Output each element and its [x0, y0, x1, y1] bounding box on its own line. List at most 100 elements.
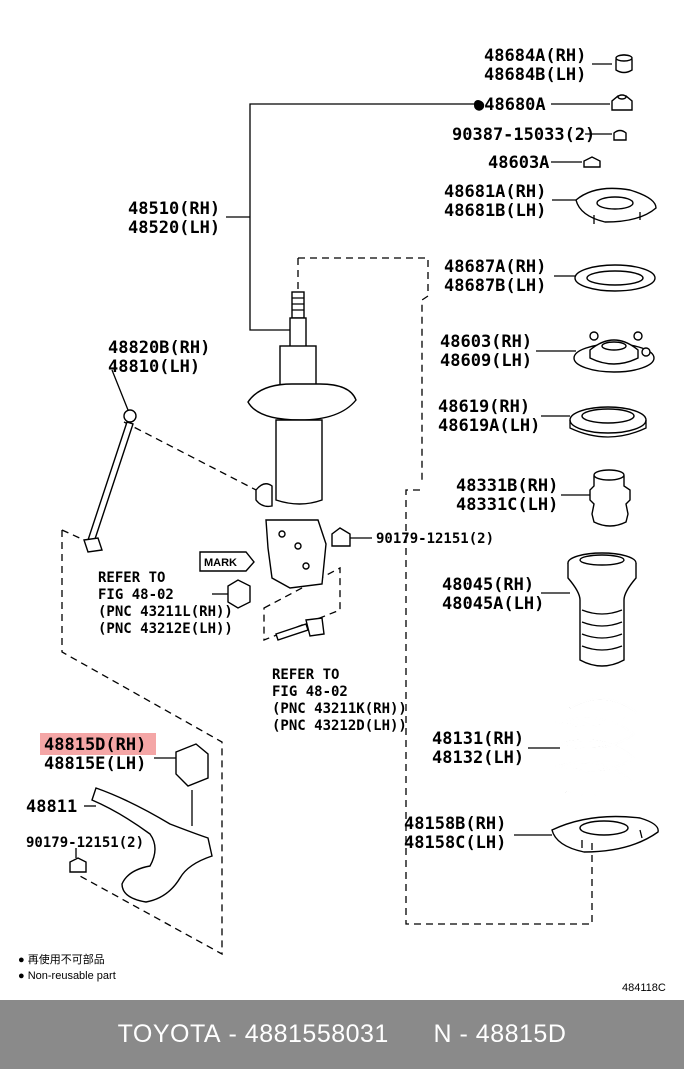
svg-text:● Non-reusable part: ● Non-reusable part	[18, 970, 116, 982]
svg-text:FIG 48-02: FIG 48-02	[98, 587, 174, 603]
svg-text:48158C(LH): 48158C(LH)	[404, 833, 506, 853]
svg-text:48603A: 48603A	[488, 153, 549, 173]
refer1-line2: FIG 48-02	[98, 587, 174, 603]
nut-48603a-icon	[583, 156, 601, 168]
svg-text:48510(RH): 48510(RH)	[128, 199, 220, 219]
label-48681b: 48681B(LH)	[444, 201, 546, 221]
label-48681a: 48681A(RH)	[444, 182, 546, 202]
label-48331c: 48331C(LH)	[456, 495, 558, 515]
label-48045: 48045(RH)	[442, 575, 534, 595]
svg-text:48684B(LH): 48684B(LH)	[484, 65, 586, 85]
spring-48131-icon	[554, 697, 638, 797]
svg-text:48815D(RH): 48815D(RH)	[44, 735, 146, 755]
label-48510: 48510(RH)	[128, 199, 220, 219]
footer-code: N - 48815D	[433, 1020, 567, 1048]
refer1-line4: (PNC 43212E(LH))	[98, 621, 233, 637]
footer-part-number: 4881558031	[244, 1020, 389, 1048]
svg-text:90387-15033(2): 90387-15033(2)	[452, 125, 595, 145]
svg-text:●48680A: ●48680A	[474, 95, 546, 115]
svg-text:FIG 48-02: FIG 48-02	[272, 684, 348, 700]
svg-text:48131(RH): 48131(RH)	[432, 729, 524, 749]
leader-lines-right	[514, 63, 612, 836]
strut-assembly-icon	[247, 291, 357, 589]
gasket-48687-icon	[574, 264, 656, 292]
svg-text:48820B(RH): 48820B(RH)	[108, 338, 210, 358]
refer2-line2: FIG 48-02	[272, 684, 348, 700]
svg-text:(PNC 43211K(RH)): (PNC 43211K(RH))	[272, 701, 407, 717]
nut-90179-strut-icon	[331, 527, 372, 547]
label-48684a: 48684A(RH)	[484, 46, 586, 66]
svg-text:90179-12151(2): 90179-12151(2)	[376, 531, 494, 547]
label-48820b: 48820B(RH)	[108, 338, 210, 358]
svg-text:(PNC 43212D(LH)): (PNC 43212D(LH))	[272, 718, 407, 734]
svg-text:48132(LH): 48132(LH)	[432, 748, 524, 768]
label-48619: 48619(RH)	[438, 397, 530, 417]
svg-text:48811: 48811	[26, 797, 77, 817]
stabilizer-link-icon	[83, 369, 137, 553]
leader-48510	[226, 103, 476, 331]
svg-text:48609(LH): 48609(LH)	[440, 351, 532, 371]
support-48603-icon	[573, 331, 655, 373]
nut-48680a-icon	[611, 94, 633, 111]
svg-text:(PNC 43212E(LH)): (PNC 43212E(LH))	[98, 621, 233, 637]
label-48687b: 48687B(LH)	[444, 276, 546, 296]
boot-48045-icon	[567, 552, 637, 667]
label-48810: 48810(LH)	[108, 357, 200, 377]
label-90179-strut: 90179-12151(2)	[376, 531, 494, 547]
label-48520: 48520(LH)	[128, 218, 220, 238]
label-48619a: 48619A(LH)	[438, 416, 540, 436]
bushing-90387-icon	[613, 129, 627, 141]
footer-brand: TOYOTA	[117, 1020, 222, 1048]
svg-text:48681A(RH): 48681A(RH)	[444, 182, 546, 202]
svg-text:REFER TO: REFER TO	[98, 570, 165, 586]
assembly-outline	[297, 257, 593, 925]
label-mark: MARK	[204, 557, 237, 569]
label-48811: 48811	[26, 797, 77, 817]
insulator-48158-icon	[551, 815, 659, 853]
label-48680a: ●48680A	[474, 95, 546, 115]
label-48132: 48132(LH)	[432, 748, 524, 768]
nut-90179-lower-icon	[69, 848, 87, 873]
label-48609: 48609(LH)	[440, 351, 532, 371]
svg-text:48687A(RH): 48687A(RH)	[444, 257, 546, 277]
svg-text:48619A(LH): 48619A(LH)	[438, 416, 540, 436]
bolt-icon	[275, 617, 325, 641]
footer-separator: -	[221, 1020, 245, 1048]
refer2-line1: REFER TO	[272, 667, 339, 683]
svg-text:48603(RH): 48603(RH)	[440, 332, 532, 352]
label-48815e: 48815E(LH)	[44, 754, 146, 774]
nut-lower-icon	[212, 579, 251, 609]
svg-text:48619(RH): 48619(RH)	[438, 397, 530, 417]
svg-text:REFER TO: REFER TO	[272, 667, 339, 683]
svg-text:48815E(LH): 48815E(LH)	[44, 754, 146, 774]
mark-tag	[199, 551, 255, 572]
svg-text:48158B(RH): 48158B(RH)	[404, 814, 506, 834]
parts-diagram: 48684A(RH) 48684B(LH) ●48680A 90387-1503…	[18, 46, 666, 994]
svg-text:48810(LH): 48810(LH)	[108, 357, 200, 377]
note-jp: ● 再使用不可部品	[18, 952, 105, 966]
label-48331b: 48331B(RH)	[456, 476, 558, 496]
label-48684b: 48684B(LH)	[484, 65, 586, 85]
svg-text:90179-12151(2): 90179-12151(2)	[26, 835, 144, 851]
figure-id: 484118C	[622, 982, 666, 994]
label-48603: 48603(RH)	[440, 332, 532, 352]
label-90387: 90387-15033(2)	[452, 125, 595, 145]
svg-text:MARK: MARK	[204, 557, 237, 569]
svg-text:(PNC 43211L(RH)): (PNC 43211L(RH))	[98, 604, 233, 620]
footer-bar: TOYOTA - 4881558031 N - 48815D	[0, 1000, 684, 1069]
refer2-line3: (PNC 43211K(RH))	[272, 701, 407, 717]
label-48815d[interactable]: 48815D(RH)	[44, 735, 146, 755]
svg-text:● 再使用不可部品: ● 再使用不可部品	[18, 952, 105, 966]
label-48045a: 48045A(LH)	[442, 594, 544, 614]
svg-text:48045A(LH): 48045A(LH)	[442, 594, 544, 614]
svg-text:48684A(RH): 48684A(RH)	[484, 46, 586, 66]
label-90179-lower: 90179-12151(2)	[26, 835, 144, 851]
svg-text:48681B(LH): 48681B(LH)	[444, 201, 546, 221]
svg-text:48687B(LH): 48687B(LH)	[444, 276, 546, 296]
label-48603a: 48603A	[488, 153, 549, 173]
svg-text:48520(LH): 48520(LH)	[128, 218, 220, 238]
stabilizer-bar-icon	[84, 787, 213, 903]
seat-48681-icon	[575, 187, 657, 224]
highlight-48815d	[40, 733, 156, 755]
refer2-line4: (PNC 43212D(LH))	[272, 718, 407, 734]
